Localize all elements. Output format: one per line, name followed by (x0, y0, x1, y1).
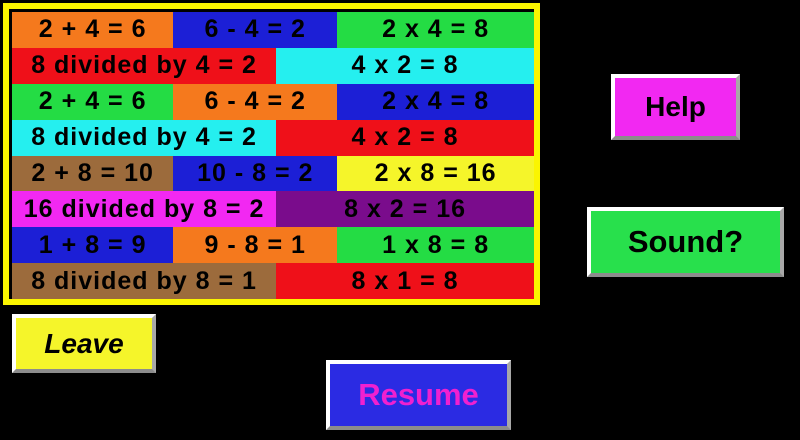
equation-cell[interactable]: 1 x 8 = 8 (337, 227, 534, 264)
equation-cell[interactable]: 16 divided by 8 = 2 (12, 191, 277, 228)
equation-row: 2 + 4 = 6 6 - 4 = 2 2 x 4 = 8 (12, 83, 534, 120)
resume-button[interactable]: Resume (326, 360, 511, 430)
equation-cell[interactable]: 9 - 8 = 1 (173, 227, 338, 264)
leave-button[interactable]: Leave (12, 314, 156, 373)
equation-cell[interactable]: 1 + 8 = 9 (12, 227, 174, 264)
equation-cell[interactable]: 8 x 1 = 8 (276, 263, 534, 299)
equation-cell[interactable]: 2 + 8 = 10 (12, 155, 174, 192)
equation-cell[interactable]: 4 x 2 = 8 (276, 119, 534, 156)
equation-cell[interactable]: 2 x 8 = 16 (337, 155, 534, 192)
equation-cell[interactable]: 8 divided by 4 = 2 (12, 119, 277, 156)
equation-row: 16 divided by 8 = 2 8 x 2 = 16 (12, 191, 534, 228)
equation-cell[interactable]: 6 - 4 = 2 (173, 12, 338, 48)
equation-cell[interactable]: 2 + 4 = 6 (12, 83, 174, 120)
help-button[interactable]: Help (611, 74, 740, 140)
equation-cell[interactable]: 2 x 4 = 8 (337, 12, 534, 48)
equation-cell[interactable]: 4 x 2 = 8 (276, 47, 534, 84)
equation-row: 1 + 8 = 9 9 - 8 = 1 1 x 8 = 8 (12, 227, 534, 264)
equation-row: 8 divided by 8 = 1 8 x 1 = 8 (12, 263, 534, 299)
equation-row: 8 divided by 4 = 2 4 x 2 = 8 (12, 119, 534, 156)
equation-cell[interactable]: 8 x 2 = 16 (276, 191, 534, 228)
equation-row: 2 + 4 = 6 6 - 4 = 2 2 x 4 = 8 (12, 12, 534, 48)
equation-cell[interactable]: 8 divided by 4 = 2 (12, 47, 277, 84)
equation-cell[interactable]: 2 x 4 = 8 (337, 83, 534, 120)
equation-cell[interactable]: 2 + 4 = 6 (12, 12, 174, 48)
equation-cell[interactable]: 6 - 4 = 2 (173, 83, 338, 120)
sound-button[interactable]: Sound? (587, 207, 784, 277)
equation-cell[interactable]: 8 divided by 8 = 1 (12, 263, 277, 299)
equation-grid: 2 + 4 = 6 6 - 4 = 2 2 x 4 = 8 8 divided … (9, 9, 534, 299)
equation-row: 2 + 8 = 10 10 - 8 = 2 2 x 8 = 16 (12, 155, 534, 192)
equation-row: 8 divided by 4 = 2 4 x 2 = 8 (12, 47, 534, 84)
equation-board: 2 + 4 = 6 6 - 4 = 2 2 x 4 = 8 8 divided … (3, 3, 540, 305)
equation-cell[interactable]: 10 - 8 = 2 (173, 155, 338, 192)
